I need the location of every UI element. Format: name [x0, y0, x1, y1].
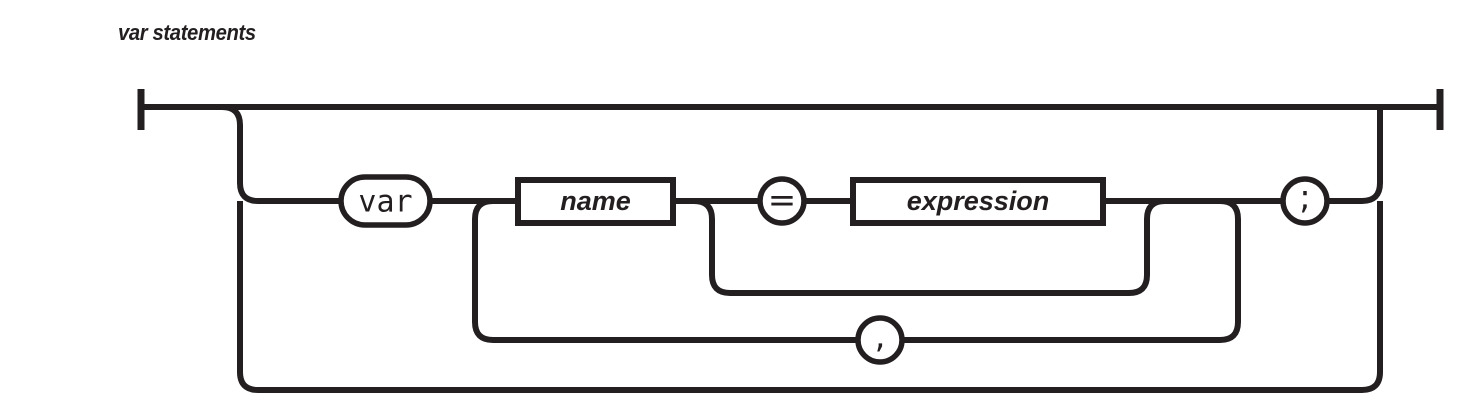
node-comma-shape — [855, 315, 905, 365]
node-equals-label: = — [768, 181, 797, 221]
outer-bypass-loop — [237, 201, 1383, 393]
node-semicolon-shape — [1280, 176, 1330, 226]
node-semicolon-label: ; — [1299, 178, 1310, 218]
node-name-shape — [515, 177, 676, 226]
page-title: var statements — [118, 20, 256, 45]
node-var-label: var — [358, 185, 412, 220]
bypass-assignment-loop — [693, 198, 1166, 296]
node-expression-shape — [850, 177, 1106, 226]
entry-branch-down — [221, 104, 340, 204]
node-expression-label: expression — [907, 186, 1050, 216]
node-comma-label: , — [875, 317, 886, 357]
exit-branch-up — [1327, 107, 1383, 204]
repeat-loop-left-segment — [472, 198, 858, 343]
node-name-label: name — [560, 186, 631, 216]
